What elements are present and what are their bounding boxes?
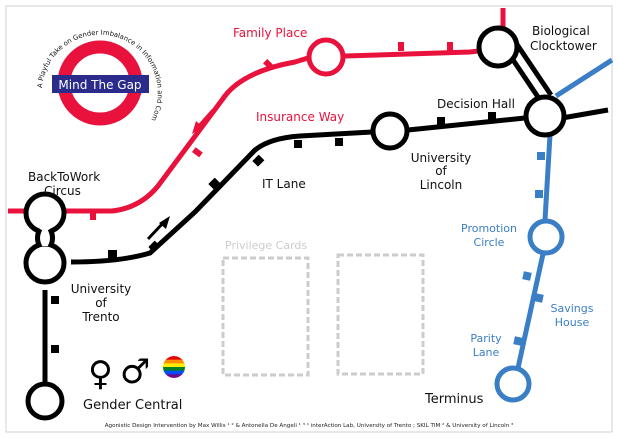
label-back-to-work-1: BackToWork: [28, 170, 100, 184]
label-decision-hall: Decision Hall: [437, 97, 515, 111]
logo-bar: [52, 75, 149, 93]
station-back-to-work-circus: [23, 191, 67, 235]
label-university-trento-2: of: [95, 296, 107, 310]
label-savings-1: Savings: [551, 302, 594, 315]
label-insurance-way: Insurance Way: [256, 110, 344, 124]
logo-arc-text: A Playful Take on Gender Imbalance in In…: [0, 0, 164, 123]
label-university-lincoln-1: University: [411, 151, 472, 165]
pride-stripe: [163, 363, 185, 368]
label-family-place: Family Place: [233, 26, 307, 40]
privilege-card-slot-2[interactable]: [336, 253, 425, 376]
station-terminus: [494, 365, 532, 403]
label-university-lincoln-2: of: [435, 164, 447, 178]
station-gender-central: [25, 381, 65, 421]
pride-flag-icon: [163, 356, 185, 378]
privilege-cards-label: Privilege Cards: [225, 239, 307, 252]
label-gender-central: Gender Central: [83, 398, 182, 413]
label-it-lane: IT Lane: [262, 177, 306, 191]
pride-stripe: [163, 370, 185, 375]
logo-title: Mind The Gap: [58, 78, 141, 92]
footer-credits: Agonistic Design Intervention by Max Wil…: [105, 422, 514, 429]
station-university-lincoln: [370, 111, 410, 151]
label-parity-1: Parity: [470, 332, 502, 345]
label-back-to-work-2: Circus: [44, 184, 81, 198]
label-biological: Biological: [532, 24, 590, 38]
blue-line: [513, 57, 614, 369]
station-family-place: [306, 37, 346, 77]
pride-stripe: [163, 359, 185, 364]
label-university-trento-1: University: [71, 282, 132, 296]
station-promotion-circle: [527, 218, 565, 256]
label-terminus: Terminus: [424, 392, 484, 407]
board-frame: [5, 5, 613, 433]
label-university-trento-3: Trento: [81, 310, 119, 324]
label-promotion-2: Circle: [474, 236, 505, 249]
label-clocktower: Clocktower: [530, 39, 597, 53]
female-symbol-icon: ♀: [88, 354, 113, 394]
gender-symbols: ♀ ♂: [88, 352, 185, 394]
privilege-card-slot-1[interactable]: [221, 256, 310, 377]
station-labels: Family Place Insurance Way Biological Cl…: [28, 24, 597, 413]
pride-stripe: [163, 356, 185, 361]
station-university-trento: [23, 241, 67, 285]
stations: [23, 25, 567, 421]
station-decision-hall: [523, 94, 567, 138]
privilege-cards: Privilege Cards: [221, 239, 425, 377]
male-symbol-icon: ♂: [120, 352, 150, 392]
pride-stripe: [163, 374, 185, 378]
label-promotion-1: Promotion: [461, 222, 517, 235]
label-savings-2: House: [555, 316, 590, 329]
mind-the-gap-logo: Mind The Gap A Playful Take on Gender Im…: [0, 0, 164, 126]
pride-stripe: [163, 367, 185, 372]
station-biological-clocktower: [476, 25, 520, 69]
label-university-lincoln-3: Lincoln: [420, 178, 463, 192]
label-parity-2: Lane: [473, 346, 500, 359]
